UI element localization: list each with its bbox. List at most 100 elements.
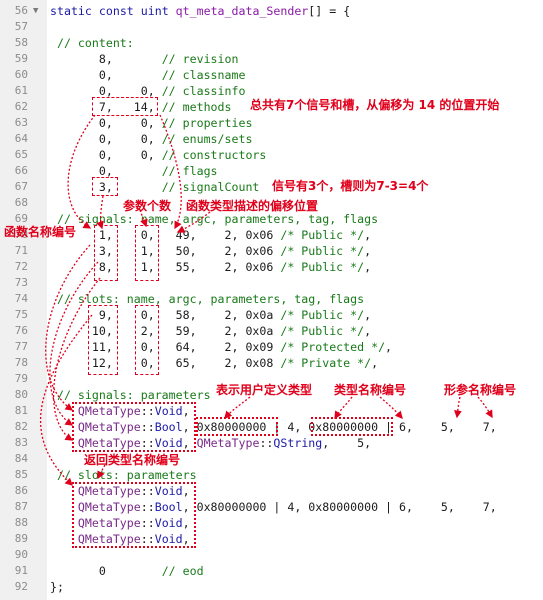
line-number: 80 [14,388,28,401]
return-type-box [72,402,196,452]
code-line[interactable]: 65 0, 0, // constructors [0,147,543,163]
line-number: 76 [14,324,28,337]
line-number: 69 [14,212,28,225]
code-line[interactable]: 76 10, 2, 59, 2, 0x0a /* Public */, [0,323,543,339]
code-line[interactable]: 68 [0,195,543,211]
type-name-label: 类型名称编号 [334,383,407,397]
line-number: 56 [14,4,28,17]
code-line[interactable]: 86 QMetaType::Void, [0,483,543,499]
code-line[interactable]: 56 ▼ static const uint qt_meta_data_Sender… [0,3,543,19]
code-line[interactable]: 59 8, // revision [0,51,543,67]
line-number: 79 [14,372,28,385]
offset-label: 函数类型描述的偏移位置 [186,199,319,213]
signal-name-column-box [94,225,118,281]
signal-note: 信号有3个，槽则为7-3=4个 [272,179,429,193]
line-number: 78 [14,356,28,369]
code-line[interactable]: 74 // slots: name, argc, parameters, tag… [0,291,543,307]
code-line[interactable]: 85 // slots: parameters [0,467,543,483]
code-line[interactable]: 77 11, 0, 64, 2, 0x09 /* Protected */, [0,339,543,355]
code-line[interactable]: 72 8, 1, 55, 2, 0x06 /* Public */, [0,259,543,275]
code-text: 9, 0, 58, 2, 0x0a /* Public */, [50,308,372,322]
user-type-flag-box-2 [311,417,393,436]
line-number: 77 [14,340,28,353]
code-line[interactable]: 91 0 // eod [0,563,543,579]
code-line[interactable]: 62 7, 14, // methods [0,99,543,115]
methods-note: 总共有7个信号和槽，从偏移为 14 的位置开始 [250,98,500,112]
code-line[interactable]: 64 0, 0, // enums/sets [0,131,543,147]
code-text: QMetaType::Void, [77,516,190,530]
code-line[interactable]: 73 [0,275,543,291]
code-line[interactable]: 61 0, 0, // classinfo [0,83,543,99]
code-text: 7, 14, // methods [50,100,232,114]
signalcount-box [92,177,118,196]
slot-return-type-box [72,482,196,548]
code-text: 0, 0, // classinfo [50,84,246,98]
user-type-label: 表示用户定义类型 [216,383,313,397]
line-number-gutter [0,0,47,600]
code-text: 3, 1, 50, 2, 0x06 /* Public */, [50,244,372,258]
line-number: 85 [14,468,28,481]
code-line[interactable]: 78 12, 0, 65, 2, 0x08 /* Private */, [0,355,543,371]
code-text: 8, // revision [50,52,239,66]
code-line[interactable]: 69 // signals: name, argc, parameters, t… [0,211,543,227]
line-number: 73 [14,276,28,289]
code-line[interactable]: 89 QMetaType::Void, [0,531,543,547]
code-editor[interactable] [47,0,543,600]
code-text: // signals: parameters [56,388,211,402]
code-text: QMetaType::Bool, 0x80000000 | 4, 0x80000… [77,500,497,514]
code-line[interactable]: 79 [0,371,543,387]
code-text: 0, // classname [50,68,246,82]
line-number: 68 [14,196,28,209]
code-text: 0, 0, // enums/sets [50,132,253,146]
methods-box [92,97,158,116]
line-number: 64 [14,132,28,145]
code-line[interactable]: 92}; [0,579,543,595]
line-number: 74 [14,292,28,305]
line-number: 91 [14,564,28,577]
code-line[interactable]: 60 0, // classname [0,67,543,83]
line-number: 72 [14,260,28,273]
line-number: 61 [14,84,28,97]
line-number: 66 [14,164,28,177]
code-line[interactable]: 70 1, 0, 49, 2, 0x06 /* Public */, [0,227,543,243]
line-number: 63 [14,116,28,129]
line-number: 84 [14,452,28,465]
signal-argc-column-box [135,225,159,281]
code-text: QMetaType::Void, [77,484,190,498]
code-line[interactable]: 71 3, 1, 50, 2, 0x06 /* Public */, [0,243,543,259]
code-text: QMetaType::Void, [77,532,190,546]
line-number: 67 [14,180,28,193]
line-number: 88 [14,516,28,529]
line-number: 82 [14,420,28,433]
line-number: 92 [14,580,28,593]
code-line[interactable]: 57 [0,19,543,35]
fold-arrow-icon[interactable]: ▼ [33,6,39,16]
slot-name-column-box [88,305,118,375]
code-text: static const uint qt_meta_data_Sender[] … [50,4,351,18]
line-number: 83 [14,436,28,449]
user-type-flag-box [196,417,278,436]
code-line[interactable]: 75 9, 0, 58, 2, 0x0a /* Public */, [0,307,543,323]
code-line[interactable]: 84 [0,451,543,467]
line-number: 59 [14,52,28,65]
code-line[interactable]: 87 QMetaType::Bool, 0x80000000 | 4, 0x80… [0,499,543,515]
argc-label: 参数个数 [123,199,172,213]
code-line[interactable]: 88 QMetaType::Void, [0,515,543,531]
line-number: 71 [14,244,28,257]
code-line[interactable]: 66 0, // flags [0,163,543,179]
code-line[interactable]: 90 [0,547,543,563]
return-type-label: 返回类型名称编号 [84,453,181,467]
code-text: 0, // flags [50,164,218,178]
code-line[interactable]: 58 // content: [0,35,543,51]
name-label: 函数名称编号 [4,225,77,239]
code-text: 0, 0, // properties [50,116,253,130]
line-number: 87 [14,500,28,513]
slot-argc-column-box [135,305,159,375]
code-text: // slots: parameters [56,468,197,482]
code-text: 0 // eod [50,564,204,578]
code-text: 0, 0, // constructors [50,148,267,162]
line-number: 65 [14,148,28,161]
code-text: 8, 1, 55, 2, 0x06 /* Public */, [50,260,372,274]
code-line[interactable]: 63 0, 0, // properties [0,115,543,131]
line-number: 89 [14,532,28,545]
